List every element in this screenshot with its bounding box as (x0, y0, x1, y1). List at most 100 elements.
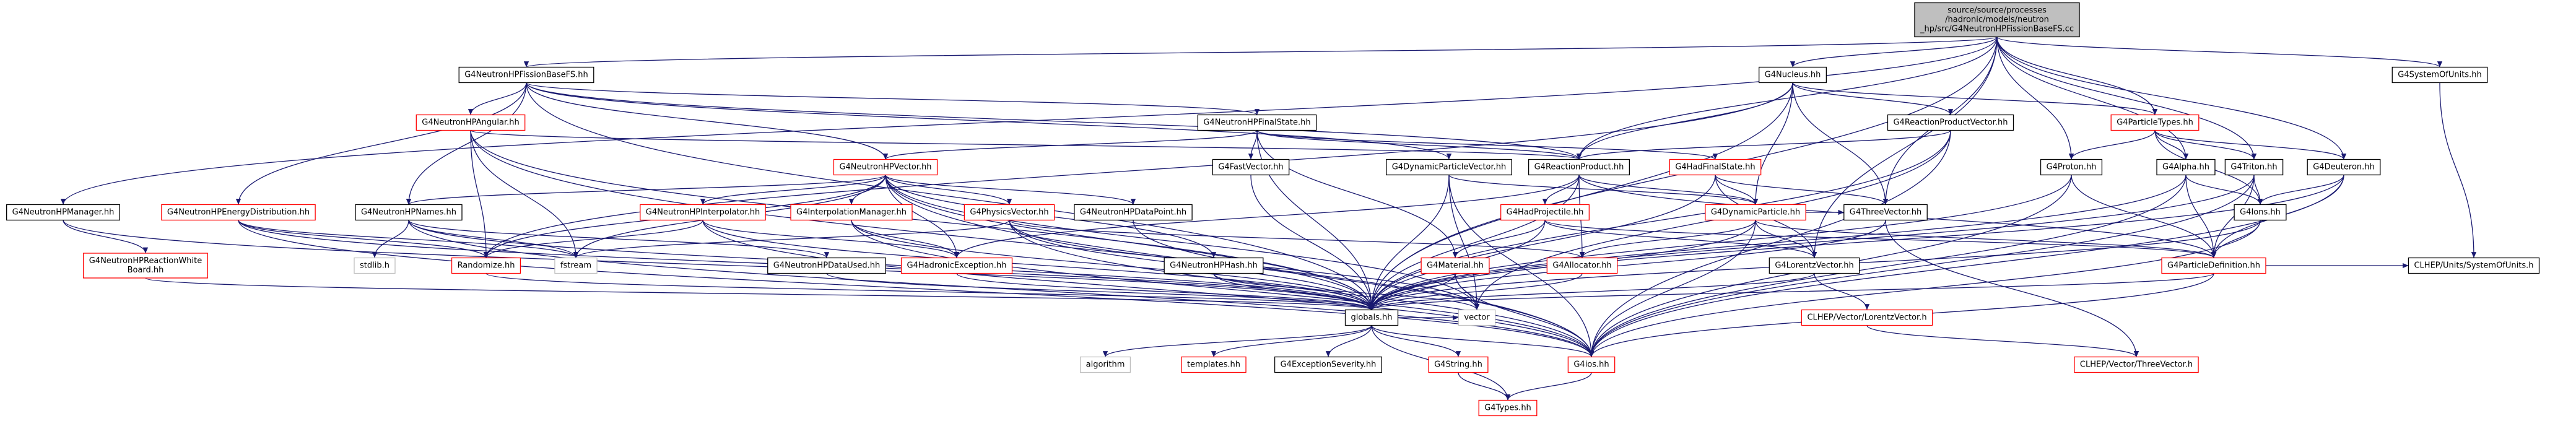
node-datausedhh[interactable]: G4NeutronHPDataUsed.hh (767, 257, 886, 274)
edge-dynparticlevector-to-dynamicparticle (1448, 174, 1758, 206)
node-box (355, 204, 463, 221)
node-root[interactable]: source/source/processes/hadronic/models/… (1914, 2, 2080, 38)
edge-particletypes-to-triton (2154, 130, 2257, 160)
node-label: source/source/processes (1947, 6, 2047, 15)
node-clhepthreevector[interactable]: CLHEP/Vector/ThreeVector.h (2074, 356, 2199, 373)
edge-fissionbasefs-to-hpnames (406, 82, 527, 205)
node-label: G4HadProjectile.hh (1507, 208, 1584, 217)
node-allocator[interactable]: G4Allocator.hh (1546, 257, 1618, 274)
node-nucleus[interactable]: G4Nucleus.hh (1758, 66, 1827, 84)
node-hadronicexception[interactable]: G4HadronicException.hh (900, 257, 1013, 274)
node-label: G4ios.hh (1573, 360, 1609, 370)
edge-angular-to-randomize (470, 130, 489, 258)
node-stdlib[interactable]: stdlib.h (354, 257, 396, 274)
node-systemofunits[interactable]: G4SystemOfUnits.hh (2391, 66, 2488, 84)
node-box (640, 204, 766, 221)
node-box (2161, 257, 2266, 274)
node-hpdatapoint[interactable]: G4NeutronHPDataPoint.hh (1074, 204, 1193, 221)
node-box (451, 257, 521, 274)
node-randomize[interactable]: Randomize.hh (451, 257, 521, 274)
node-hpnames[interactable]: G4NeutronHPNames.hh (355, 204, 463, 221)
node-box (1669, 158, 1762, 176)
edge-hpvector-to-hpdatapoint (885, 174, 1136, 206)
node-templates[interactable]: templates.hh (1181, 356, 1247, 373)
node-hpinterpolator[interactable]: G4NeutronHPInterpolator.hh (640, 204, 766, 221)
node-label: G4DynamicParticleVector.hh (1392, 163, 1507, 172)
edge-root-to-lorentzvector (1811, 37, 1998, 258)
node-physicsvector[interactable]: G4PhysicsVector.hh (964, 204, 1055, 221)
node-energydistribution[interactable]: G4NeutronHPEnergyDistribution.hh (161, 204, 316, 221)
edge-angular-to-reactionproduct (470, 129, 1582, 160)
edge-fissionbasefs-to-reactionproduct (526, 82, 1582, 160)
node-box (1914, 2, 2080, 38)
node-box (1181, 356, 1247, 373)
edge-hpnames-to-globals (408, 220, 1374, 310)
edge-finalstate-to-hadfinalstate (1256, 129, 1718, 160)
node-lorentzvector[interactable]: G4LorentzVector.hh (1769, 257, 1860, 274)
node-box (1478, 399, 1538, 417)
node-reactionproductvector[interactable]: G4ReactionProductVector.hh (1887, 114, 2014, 131)
node-label: G4String.hh (1434, 360, 1482, 370)
node-box (1197, 114, 1317, 131)
edge-nucleus-to-threevector (1792, 82, 1889, 205)
node-exceptionseverity[interactable]: G4ExceptionSeverity.hh (1274, 356, 1383, 373)
node-deuteron[interactable]: G4Deuteron.hh (2307, 158, 2381, 176)
node-hpvector[interactable]: G4NeutronHPVector.hh (833, 158, 938, 176)
node-vector[interactable]: vector (1458, 309, 1496, 326)
edge-root-to-deuteron (1996, 37, 2347, 160)
node-threevector[interactable]: G4ThreeVector.hh (1843, 204, 1928, 221)
edge-lorentzvector-to-clheplorentz (1814, 273, 1870, 310)
node-g4string[interactable]: G4String.hh (1428, 356, 1489, 373)
node-finalstate[interactable]: G4NeutronHPFinalState.hh (1197, 114, 1317, 131)
node-box (1567, 356, 1616, 373)
node-dynparticlevector[interactable]: G4DynamicParticleVector.hh (1386, 158, 1512, 176)
node-clheplorentz[interactable]: CLHEP/Vector/LorentzVector.h (1801, 309, 1933, 326)
node-label: G4ParticleDefinition.hh (2167, 261, 2260, 271)
node-ions[interactable]: G4Ions.hh (2234, 204, 2287, 221)
edge-hadfinalstate-to-dynamicparticle (1715, 175, 1759, 205)
node-fstream[interactable]: fstream (554, 257, 598, 274)
node-label: G4ReactionProductVector.hh (1893, 118, 2008, 128)
edge-globals-to-exceptionseverity (1325, 325, 1372, 357)
edge-hpinterpolator-to-randomize (483, 220, 703, 258)
node-dynamicparticle[interactable]: G4DynamicParticle.hh (1705, 204, 1806, 221)
node-label: G4PhysicsVector.hh (970, 208, 1048, 217)
node-proton[interactable]: G4Proton.hh (2040, 158, 2103, 176)
node-box (1344, 309, 1399, 326)
node-box (2110, 114, 2200, 131)
node-box (554, 257, 598, 274)
node-g4types[interactable]: G4Types.hh (1478, 399, 1538, 417)
node-hpmanager[interactable]: G4NeutronHPManager.hh (6, 204, 120, 221)
node-hphash[interactable]: G4NeutronHPHash.hh (1164, 257, 1264, 274)
node-particledefinition[interactable]: G4ParticleDefinition.hh (2161, 257, 2266, 274)
node-hadfinalstate[interactable]: G4HadFinalState.hh (1669, 158, 1762, 176)
node-box (1458, 309, 1496, 326)
edge-root-to-reactionproduct (1576, 37, 1998, 160)
edge-hpvector-to-hpnames (406, 174, 886, 206)
node-clhepunits[interactable]: CLHEP/Units/SystemOfUnits.h (2408, 257, 2540, 274)
node-algorithm[interactable]: algorithm (1079, 356, 1131, 373)
edge-nucleus-to-reactionproductvector (1792, 82, 1954, 115)
node-box (1386, 158, 1512, 176)
node-alpha[interactable]: G4Alpha.hh (2156, 158, 2216, 176)
edge-root-to-particletypes (1996, 37, 2158, 115)
node-angular[interactable]: G4NeutronHPAngular.hh (416, 114, 526, 131)
node-hadprojectile[interactable]: G4HadProjectile.hh (1500, 204, 1590, 221)
edge-fissionbasefs-to-finalstate (526, 82, 1260, 116)
node-material[interactable]: G4Material.hh (1421, 257, 1490, 274)
node-fissionbasefs[interactable]: G4NeutronHPFissionBaseFS.hh (458, 66, 594, 84)
node-box (161, 204, 316, 221)
edge-hpmanager-to-reactionwhiteboard (63, 220, 149, 254)
node-label: G4Triton.hh (2230, 163, 2277, 172)
node-particletypes[interactable]: G4ParticleTypes.hh (2110, 114, 2200, 131)
node-triton[interactable]: G4Triton.hh (2224, 158, 2284, 176)
node-reactionproduct[interactable]: G4ReactionProduct.hh (1528, 158, 1630, 176)
edge-fissionbasefs-to-angular (468, 82, 527, 115)
node-interpolationmanager[interactable]: G4InterpolationManager.hh (790, 204, 913, 221)
node-globals[interactable]: globals.hh (1344, 309, 1399, 326)
node-fastvector[interactable]: G4FastVector.hh (1212, 158, 1290, 176)
edge-nucleus-to-globals (1368, 82, 1793, 310)
edge-deuteron-to-g4ios (1588, 175, 2344, 357)
node-g4ios[interactable]: G4ios.hh (1567, 356, 1616, 373)
